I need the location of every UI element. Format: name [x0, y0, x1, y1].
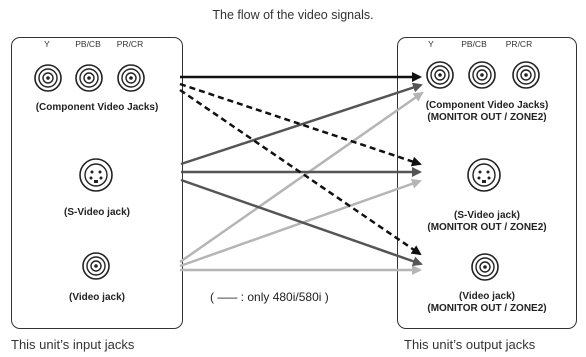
output-video-jack-icon	[471, 253, 499, 281]
input-svideo-caption: (S-Video jack)	[64, 207, 130, 218]
jack-label-pr: PR/CR	[116, 39, 144, 49]
input-video-caption: (Video jack)	[69, 292, 125, 303]
out-jack-label-pr: PR/CR	[505, 39, 533, 49]
jack-label-y: Y	[44, 39, 50, 49]
output-svideo-jack-icon	[467, 158, 501, 192]
component-to-svideo-dashed-line	[179, 82, 422, 167]
out-jack-label-pb: PB/CB	[461, 39, 487, 49]
output-pb-jack-icon	[468, 61, 496, 89]
out-jack-label-y: Y	[428, 39, 434, 49]
output-footer: This unit’s output jacks	[404, 337, 536, 352]
video-to-svideo-line	[179, 178, 422, 268]
output-svideo-caption: (S-Video jack)	[454, 210, 520, 221]
output-component-caption: (Component Video Jacks)	[425, 100, 549, 111]
svideo-to-component-line	[180, 82, 423, 166]
diagram-title: The flow of the video signals.	[212, 8, 374, 22]
output-pr-jack-icon	[512, 61, 540, 89]
svideo-to-video-line	[180, 178, 423, 267]
input-pb-jack-icon	[75, 64, 103, 92]
output-component-jacks	[426, 61, 540, 89]
input-svideo-jack-icon	[79, 158, 113, 192]
jack-label-pb: PB/CB	[75, 39, 101, 49]
output-video-subcaption: (MONITOR OUT / ZONE2)	[427, 303, 547, 314]
video-to-component-line	[179, 91, 424, 264]
output-component-subcaption: (MONITOR OUT / ZONE2)	[427, 112, 547, 123]
input-video-jack-icon	[82, 252, 110, 280]
input-component-caption: (Component Video Jacks)	[35, 102, 159, 113]
output-svideo-subcaption: (MONITOR OUT / ZONE2)	[427, 222, 547, 233]
legend: ( ‒‒‒ : only 480i/580i )	[210, 290, 329, 304]
input-component-jacks	[34, 64, 145, 92]
output-video-caption: (Video jack)	[459, 291, 515, 302]
input-y-jack-icon	[34, 64, 62, 92]
input-pr-jack-icon	[117, 64, 145, 92]
output-y-jack-icon	[426, 61, 454, 89]
input-footer: This unit’s input jacks	[11, 337, 135, 352]
component-to-video-dashed-line	[179, 88, 422, 256]
